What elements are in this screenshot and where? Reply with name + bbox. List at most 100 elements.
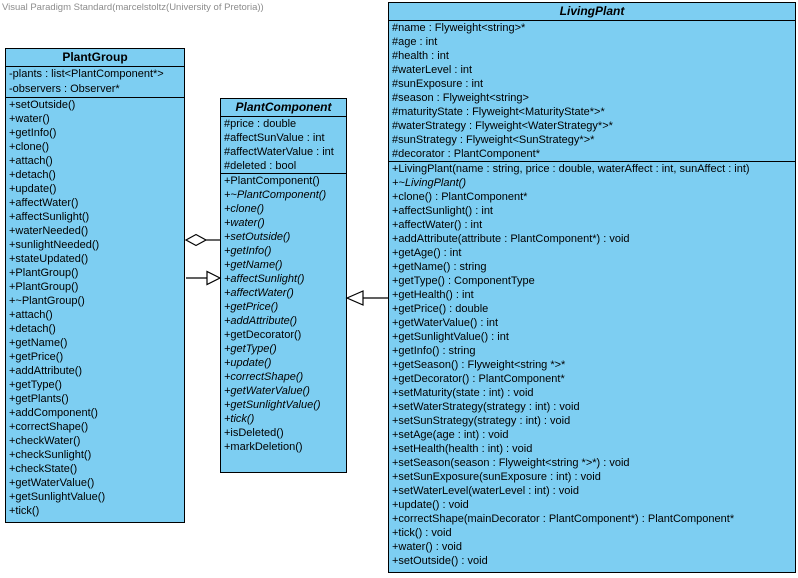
- method-row[interactable]: +addAttribute(attribute : PlantComponent…: [392, 233, 630, 245]
- method-row[interactable]: +tick(): [9, 505, 40, 517]
- aggregation-diamond-icon[interactable]: [184, 233, 208, 247]
- method-row[interactable]: +affectWater(): [224, 287, 294, 299]
- method-row[interactable]: +markDeletion(): [224, 441, 303, 453]
- class-title[interactable]: PlantComponent: [221, 99, 346, 117]
- method-row[interactable]: +LivingPlant(name : string, price : doub…: [392, 163, 750, 175]
- method-row[interactable]: +setSunStrategy(strategy : int) : void: [392, 415, 571, 427]
- method-row[interactable]: +~PlantGroup(): [9, 295, 85, 307]
- method-row[interactable]: +PlantComponent(): [224, 175, 320, 187]
- method-row[interactable]: +setSunExposure(sunExposure : int) : voi…: [392, 471, 601, 483]
- method-row[interactable]: +stateUpdated(): [9, 253, 89, 265]
- method-row[interactable]: +checkWater(): [9, 435, 81, 447]
- attribute-row[interactable]: #deleted : bool: [224, 160, 297, 172]
- attribute-row[interactable]: #waterLevel : int: [392, 64, 473, 76]
- method-row[interactable]: +detach(): [9, 323, 56, 335]
- method-row[interactable]: +getType() : ComponentType: [392, 275, 535, 287]
- method-row[interactable]: +setOutside(): [9, 99, 76, 111]
- method-row[interactable]: +getHealth() : int: [392, 289, 474, 301]
- attribute-row[interactable]: #health : int: [392, 50, 449, 62]
- attribute-row[interactable]: #maturityState : Flyweight<MaturityState…: [392, 106, 605, 118]
- method-row[interactable]: +getPrice() : double: [392, 303, 489, 315]
- method-row[interactable]: +getDecorator(): [224, 329, 302, 341]
- method-row[interactable]: +getType(): [9, 379, 62, 391]
- method-row[interactable]: +getSeason() : Flyweight<string *>*: [392, 359, 566, 371]
- method-row[interactable]: +clone(): [9, 141, 50, 153]
- method-row[interactable]: +addComponent(): [9, 407, 98, 419]
- method-row[interactable]: +clone() : PlantComponent*: [392, 191, 528, 203]
- method-row[interactable]: +correctShape(): [224, 371, 304, 383]
- method-row[interactable]: +getPrice(): [224, 301, 279, 313]
- method-row[interactable]: +affectSunlight(): [224, 273, 305, 285]
- method-row[interactable]: +water(): [9, 113, 50, 125]
- method-row[interactable]: +update(): [9, 183, 57, 195]
- method-row[interactable]: +getName() : string: [392, 261, 487, 273]
- method-row[interactable]: +affectWater(): [9, 197, 79, 209]
- method-row[interactable]: +getName(): [9, 337, 68, 349]
- method-row[interactable]: +getInfo(): [224, 245, 272, 257]
- class-livingplant[interactable]: LivingPlant #name : Flyweight<string>* #a…: [388, 2, 796, 573]
- method-row[interactable]: +isDeleted(): [224, 427, 284, 439]
- attribute-row[interactable]: #decorator : PlantComponent*: [392, 148, 540, 160]
- generalization-triangle-icon[interactable]: [345, 290, 364, 306]
- class-title[interactable]: PlantGroup: [6, 49, 184, 67]
- method-row[interactable]: +setOutside(): [224, 231, 291, 243]
- method-row[interactable]: +attach(): [9, 309, 53, 321]
- method-row[interactable]: +PlantGroup(): [9, 281, 79, 293]
- method-row[interactable]: +getAge() : int: [392, 247, 462, 259]
- attribute-row[interactable]: -plants : list<PlantComponent*>: [9, 68, 164, 80]
- method-row[interactable]: +tick(): [224, 413, 255, 425]
- attribute-row[interactable]: -observers : Observer*: [9, 83, 120, 95]
- method-row[interactable]: +getWaterValue(): [9, 477, 95, 489]
- method-row[interactable]: +waterNeeded(): [9, 225, 89, 237]
- method-row[interactable]: +getInfo(): [9, 127, 57, 139]
- method-row[interactable]: +update() : void: [392, 499, 469, 511]
- method-row[interactable]: +affectWater() : int: [392, 219, 483, 231]
- method-row[interactable]: +getDecorator() : PlantComponent*: [392, 373, 565, 385]
- generalization-livingplant-connector[interactable]: [345, 290, 388, 306]
- class-title[interactable]: LivingPlant: [389, 3, 795, 21]
- attribute-row[interactable]: #affectSunValue : int: [224, 132, 325, 144]
- attribute-row[interactable]: #affectWaterValue : int: [224, 146, 334, 158]
- generalization-triangle-icon[interactable]: [206, 270, 222, 286]
- method-row[interactable]: +~LivingPlant(): [392, 177, 466, 189]
- aggregation-connector[interactable]: [184, 233, 220, 247]
- method-row[interactable]: +getSunlightValue(): [9, 491, 106, 503]
- attribute-row[interactable]: #name : Flyweight<string>*: [392, 22, 526, 34]
- method-row[interactable]: +getWaterValue() : int: [392, 317, 499, 329]
- method-row[interactable]: +getPlants(): [9, 393, 69, 405]
- method-row[interactable]: +getType(): [224, 343, 277, 355]
- method-row[interactable]: +tick() : void: [392, 527, 452, 539]
- attribute-row[interactable]: #price : double: [224, 118, 297, 130]
- class-plantcomponent[interactable]: PlantComponent #price : double #affectSun…: [220, 98, 347, 473]
- method-row[interactable]: +getSunlightValue() : int: [392, 331, 509, 343]
- method-row[interactable]: +addAttribute(): [224, 315, 298, 327]
- method-row[interactable]: +setWaterStrategy(strategy : int) : void: [392, 401, 580, 413]
- method-row[interactable]: +setMaturity(state : int) : void: [392, 387, 534, 399]
- method-row[interactable]: +update(): [224, 357, 272, 369]
- attribute-row[interactable]: #age : int: [392, 36, 438, 48]
- attribute-row[interactable]: #sunStrategy : Flyweight<SunStrategy*>*: [392, 134, 595, 146]
- method-row[interactable]: +PlantGroup(): [9, 267, 79, 279]
- generalization-plantgroup-connector[interactable]: [186, 270, 222, 286]
- method-row[interactable]: +getName(): [224, 259, 283, 271]
- method-row[interactable]: +setHealth(health : int) : void: [392, 443, 533, 455]
- method-row[interactable]: +water(): [224, 217, 265, 229]
- method-row[interactable]: +setOutside() : void: [392, 555, 488, 567]
- method-row[interactable]: +correctShape(): [9, 421, 89, 433]
- attribute-row[interactable]: #season : Flyweight<string>: [392, 92, 529, 104]
- method-row[interactable]: +checkSunlight(): [9, 449, 92, 461]
- method-row[interactable]: +correctShape(mainDecorator : PlantCompo…: [392, 513, 735, 525]
- method-row[interactable]: +getInfo() : string: [392, 345, 476, 357]
- method-row[interactable]: +~PlantComponent(): [224, 189, 327, 201]
- method-row[interactable]: +clone(): [224, 203, 265, 215]
- method-row[interactable]: +checkState(): [9, 463, 78, 475]
- method-row[interactable]: +setSeason(season : Flyweight<string *>*…: [392, 457, 630, 469]
- method-row[interactable]: +affectSunlight(): [9, 211, 90, 223]
- method-row[interactable]: +getPrice(): [9, 351, 64, 363]
- attribute-row[interactable]: #waterStrategy : Flyweight<WaterStrategy…: [392, 120, 613, 132]
- class-plantgroup[interactable]: PlantGroup -plants : list<PlantComponent…: [5, 48, 185, 523]
- method-row[interactable]: +sunlightNeeded(): [9, 239, 100, 251]
- method-row[interactable]: +detach(): [9, 169, 56, 181]
- attribute-row[interactable]: #sunExposure : int: [392, 78, 484, 90]
- method-row[interactable]: +setAge(age : int) : void: [392, 429, 509, 441]
